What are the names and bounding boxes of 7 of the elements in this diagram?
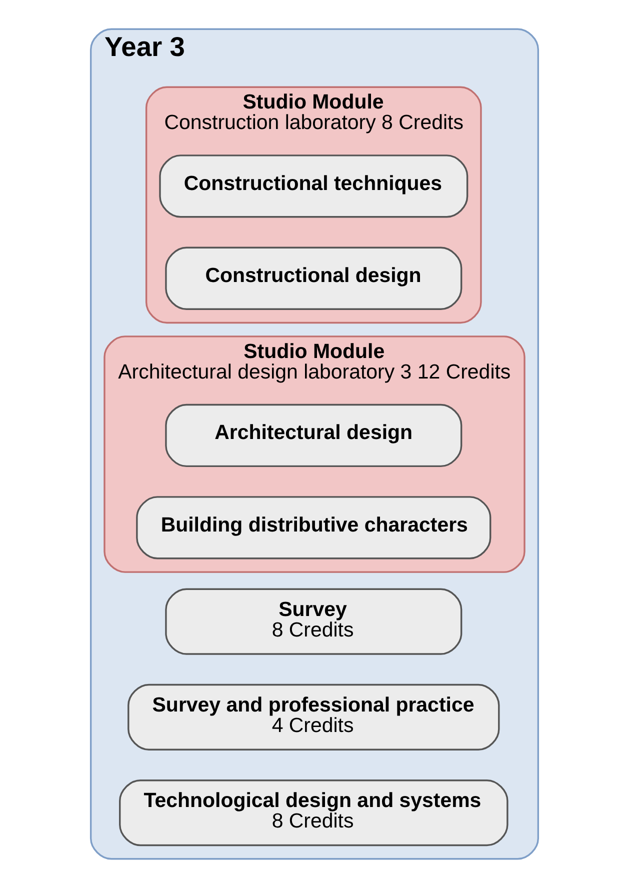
- node-box: Survey 8 Credits: [165, 588, 462, 655]
- node-box: Survey and professional practice 4 Credits: [128, 684, 500, 750]
- node-box: Constructional design: [165, 246, 462, 310]
- node-box: Building distributive characters: [136, 496, 492, 560]
- node-box: Architectural design: [165, 404, 462, 468]
- node-box: Technological design and systems 8 Credits: [119, 780, 508, 846]
- node-box: Constructional techniques: [159, 154, 468, 218]
